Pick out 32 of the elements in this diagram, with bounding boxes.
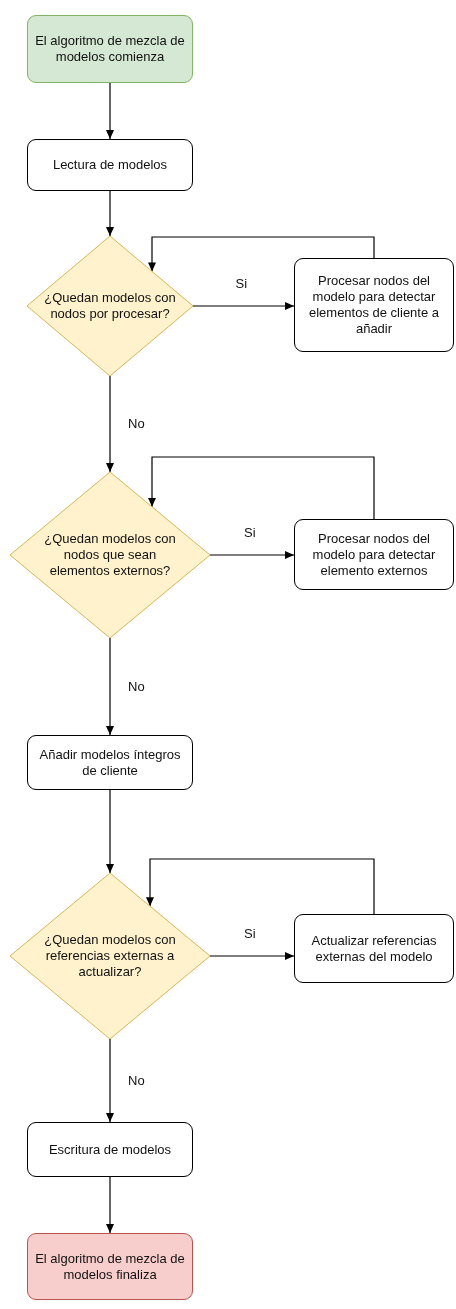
- node-text: Lectura de modelos: [52, 157, 168, 173]
- arrow: [106, 637, 114, 736]
- node-text: Escritura de modelos: [48, 1141, 172, 1158]
- arrow: [209, 952, 295, 960]
- arrow: [106, 82, 114, 140]
- arrow: [192, 302, 295, 310]
- process-box: [294, 519, 454, 590]
- node-text: ¿Quedan modelos con nodos que sean elementos externos?: [43, 531, 177, 579]
- node-text: El algoritmo de mezcla de modelos finaliza: [35, 1250, 185, 1283]
- process-box: [27, 735, 193, 790]
- node-text: El algoritmo de mezcla de modelos comienza: [35, 33, 185, 65]
- arrow: [209, 551, 295, 559]
- process-box: [294, 914, 454, 983]
- node-text: Procesar nodos del modelo para detectar elemento externos: [311, 530, 437, 579]
- node-text: ¿Quedan modelos con referencias externas a actualizar?: [43, 932, 177, 980]
- arrow: [106, 789, 114, 874]
- arrow: [106, 1038, 114, 1123]
- process-box: [27, 1122, 193, 1177]
- arrow: [148, 456, 375, 520]
- process-box: [294, 258, 454, 352]
- node-text: ¿Quedan modelos con nodos por procesar?: [43, 290, 177, 322]
- node-text: Procesar nodos del modelo para detectar elementos de cliente a añadir: [307, 273, 441, 337]
- arrow: [146, 858, 375, 915]
- start-box: [27, 15, 193, 83]
- process-box: [27, 139, 193, 191]
- arrow: [148, 236, 375, 273]
- arrow: [106, 375, 114, 473]
- node-text: Añadir modelos íntegros de cliente: [38, 746, 182, 779]
- arrow: [106, 190, 114, 237]
- end-box: [27, 1233, 193, 1300]
- arrow: [106, 1176, 114, 1234]
- node-text: Actualizar referencias externas del modelo: [310, 932, 438, 965]
